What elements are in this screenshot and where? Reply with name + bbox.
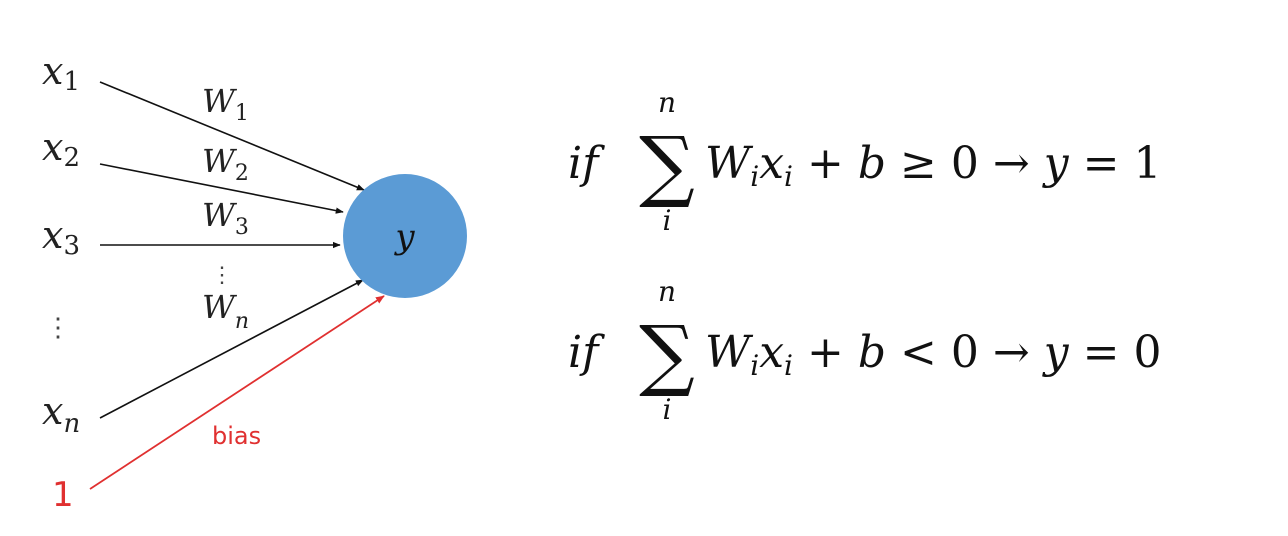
input-xn-sub: n: [63, 409, 80, 439]
eq1-sum-top: n: [658, 86, 676, 119]
weight-wn-var: W: [202, 288, 238, 326]
eq2-plus: +: [807, 327, 844, 378]
eq1-plus: +: [807, 138, 844, 189]
eq1-eq: =: [1083, 138, 1120, 189]
eq1-x: x: [759, 138, 784, 189]
eq1-sum-symbol: ∑: [639, 121, 695, 211]
input-dots: ⋮: [45, 313, 71, 343]
eq1-body: Wixi + b ≥0 →y = 1: [705, 138, 1162, 193]
weight-w2-sub: 2: [235, 161, 249, 186]
eq1-relation: ≥: [900, 138, 937, 189]
eq1-b: b: [858, 138, 886, 189]
eq2-arrow: →: [993, 327, 1030, 378]
eq1-y: y: [1042, 138, 1070, 189]
input-x3-var: x: [42, 213, 63, 257]
weight-dots: ⋮: [211, 263, 233, 288]
eq1-result: 1: [1134, 138, 1162, 189]
eq2-b: b: [858, 327, 886, 378]
input-x2-var: x: [42, 125, 63, 169]
input-x1: x1: [42, 49, 80, 97]
input-x2-sub: 2: [63, 143, 80, 173]
eq1-w-sub: i: [750, 160, 759, 193]
eq2-x: x: [759, 327, 784, 378]
input-x3-sub: 3: [63, 231, 80, 261]
weight-wn-sub: n: [235, 309, 249, 334]
edge-bias: [89, 295, 385, 490]
eq1-zero: 0: [951, 138, 979, 189]
eq2-eq: =: [1083, 327, 1120, 378]
edge-xn: [99, 279, 364, 419]
eq1-prefix: if: [568, 138, 605, 189]
edge-x2: [99, 163, 344, 214]
input-xn: xn: [42, 389, 80, 439]
weight-w3-var: W: [202, 196, 238, 234]
bias-input-value: 1: [52, 475, 74, 515]
input-x3: x3: [42, 213, 80, 261]
input-xn-var: x: [42, 389, 63, 433]
eq2-sum-symbol: ∑: [639, 310, 695, 400]
eq2-x-sub: i: [784, 349, 793, 382]
eq2-w: W: [705, 327, 754, 378]
eq2-sum-top: n: [658, 275, 676, 308]
weight-w3: W3: [202, 196, 249, 240]
weight-w2: W2: [202, 142, 249, 186]
eq1-w: W: [705, 138, 754, 189]
eq2-w-sub: i: [750, 349, 759, 382]
weight-w1: W1: [202, 82, 249, 126]
input-x1-var: x: [42, 49, 63, 93]
weight-w3-sub: 3: [235, 215, 249, 240]
eq2-prefix: if: [568, 327, 605, 378]
input-x2: x2: [42, 125, 80, 173]
weight-w2-var: W: [202, 142, 238, 180]
bias-label: bias: [212, 422, 261, 450]
input-x1-sub: 1: [63, 67, 80, 97]
equation-1: if n ∑ i Wixi+b≥0→y=1: [568, 86, 1162, 237]
eq2-result: 0: [1134, 327, 1162, 378]
neuron-circle: [343, 174, 467, 298]
eq1-arrow: →: [993, 138, 1030, 189]
eq2-relation: <: [900, 327, 937, 378]
edge-x1: [99, 81, 365, 191]
weight-w1-var: W: [202, 82, 238, 120]
eq2-sum-bottom: i: [663, 393, 672, 426]
eq1-x-sub: i: [784, 160, 793, 193]
equation-2: if n ∑ i Wixi+b<0→y=0: [568, 275, 1162, 426]
eq2-body: Wixi + b <0 →y = 0: [705, 327, 1162, 382]
weight-wn: Wn: [202, 288, 249, 334]
neuron-output-label: y: [393, 217, 415, 257]
eq2-zero: 0: [951, 327, 979, 378]
eq1-sum-bottom: i: [663, 204, 672, 237]
eq2-y: y: [1042, 327, 1070, 378]
weight-w1-sub: 1: [235, 101, 249, 126]
